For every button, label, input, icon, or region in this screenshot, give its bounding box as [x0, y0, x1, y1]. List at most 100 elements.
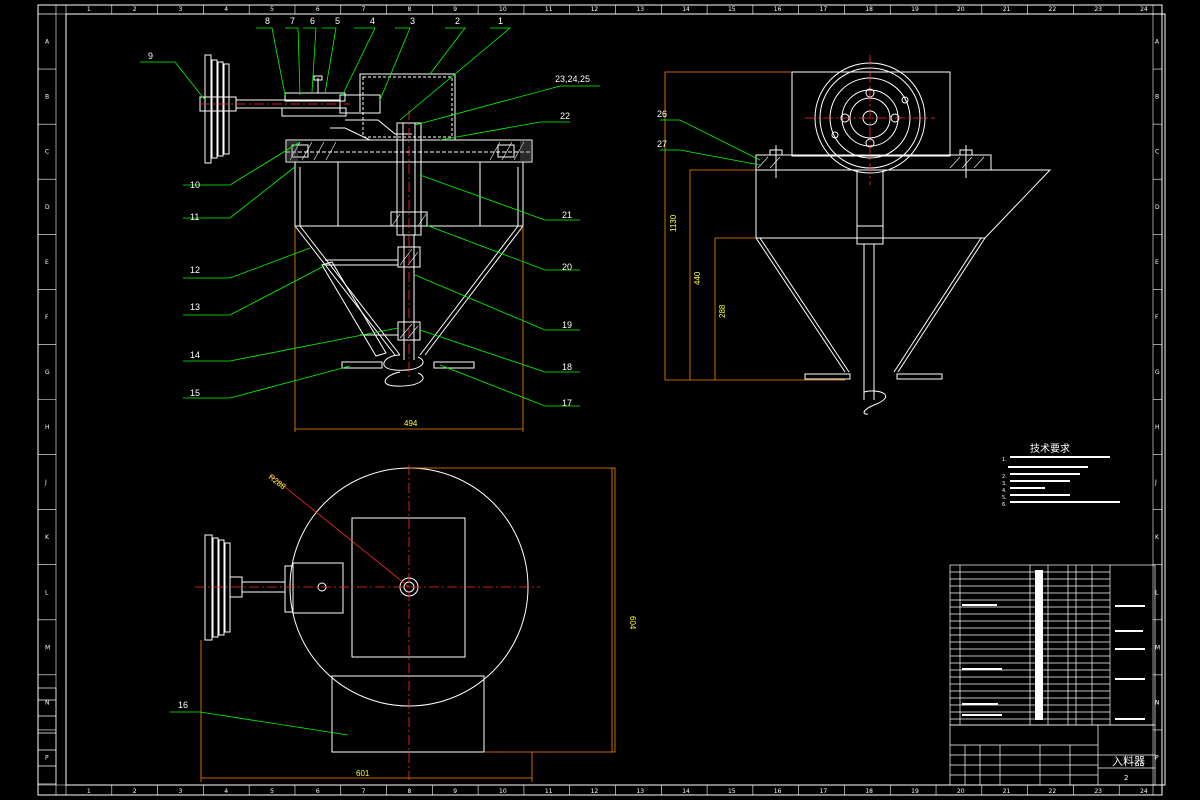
callout-11: 11 — [190, 212, 199, 222]
side-dimensions — [664, 71, 845, 381]
callout-14: 14 — [190, 350, 200, 360]
callout-4: 4 — [370, 16, 375, 26]
tech-requirements-title: 技术要求 — [1030, 442, 1070, 455]
zone-col-label: 14 — [682, 6, 690, 13]
zone-col-label: 21 — [1003, 788, 1011, 795]
zone-row-label: L — [45, 589, 49, 596]
zone-markers: 1122334455667788991010111112121313141415… — [38, 5, 1162, 795]
zone-row-label: E — [1155, 259, 1159, 266]
margin-table — [37, 687, 57, 785]
zone-col-label: 9 — [453, 788, 457, 795]
zone-row-label: K — [45, 534, 50, 541]
zone-row-label: A — [45, 39, 50, 46]
zone-col-label: 17 — [820, 6, 828, 13]
zone-row-label: M — [45, 644, 50, 651]
callout-23-24-25: 23,24,25 — [555, 74, 590, 84]
side-dim-1130: 1130 — [669, 214, 678, 232]
zone-row-label: J — [44, 479, 47, 486]
zone-row-label: P — [1155, 754, 1159, 761]
callout-18: 18 — [562, 362, 572, 372]
front-section-view — [199, 54, 533, 387]
bom-marks — [962, 570, 1145, 720]
zone-col-label: 23 — [1094, 788, 1102, 795]
zone-row-label: E — [45, 259, 49, 266]
zone-col-label: 4 — [224, 6, 228, 13]
tech-item-5: 5. — [1002, 495, 1007, 501]
zone-col-label: 1 — [87, 788, 91, 795]
zone-col-label: 8 — [407, 6, 411, 13]
zone-col-label: 19 — [911, 788, 919, 795]
zone-col-label: 22 — [1049, 6, 1057, 13]
zone-row-label: F — [45, 314, 49, 321]
callout-2: 2 — [455, 16, 460, 26]
zone-col-label: 20 — [957, 788, 965, 795]
zone-row-label: L — [1155, 589, 1159, 596]
zone-col-label: 23 — [1094, 6, 1102, 13]
tech-item-4: 4. — [1002, 488, 1007, 494]
side-callout-leaders — [660, 119, 761, 166]
callout-13: 13 — [190, 302, 200, 312]
zone-col-label: 22 — [1049, 788, 1057, 795]
zone-col-label: 15 — [728, 6, 736, 13]
zone-row-label: D — [1155, 204, 1160, 211]
zone-col-label: 13 — [636, 6, 644, 13]
zone-col-label: 15 — [728, 788, 736, 795]
front-callout-leaders — [140, 27, 600, 407]
side-dim-440: 440 — [693, 271, 702, 285]
zone-col-label: 1 — [87, 6, 91, 13]
zone-col-label: 2 — [133, 6, 137, 13]
zone-row-label: M — [1155, 644, 1160, 651]
zone-row-label: D — [45, 204, 50, 211]
zone-col-label: 21 — [1003, 6, 1011, 13]
zone-row-label: B — [45, 94, 49, 101]
callout-15: 15 — [190, 388, 200, 398]
zone-col-label: 18 — [865, 6, 873, 13]
top-callout-leader — [170, 711, 349, 736]
zone-col-label: 5 — [270, 6, 274, 13]
zone-row-label: C — [1155, 149, 1159, 156]
zone-row-label: G — [45, 369, 50, 376]
zone-col-label: 11 — [545, 788, 553, 795]
zone-col-label: 12 — [591, 788, 599, 795]
zone-row-label: N — [1155, 699, 1160, 706]
zone-col-label: 4 — [224, 788, 228, 795]
top-radius-label: R288 — [267, 472, 288, 491]
sheet-number: 2 — [1124, 774, 1128, 782]
callout-19: 19 — [562, 320, 572, 330]
callout-20: 20 — [562, 262, 572, 272]
zone-row-label: H — [1155, 424, 1160, 431]
tech-item-1: 1. — [1002, 457, 1007, 463]
zone-row-label: N — [45, 699, 50, 706]
drawing-title: 入料器 — [1112, 754, 1145, 768]
parts-list — [949, 564, 1156, 726]
zone-row-label: B — [1155, 94, 1159, 101]
callout-10: 10 — [190, 180, 200, 190]
callout-12: 12 — [190, 265, 200, 275]
zone-col-label: 3 — [178, 788, 182, 795]
zone-col-label: 24 — [1140, 788, 1148, 795]
callout-9: 9 — [148, 51, 153, 61]
zone-col-label: 10 — [499, 6, 507, 13]
zone-col-label: 6 — [316, 6, 320, 13]
zone-col-label: 13 — [636, 788, 644, 795]
callout-7: 7 — [290, 16, 295, 26]
callout-6: 6 — [310, 16, 315, 26]
top-width-label: 601 — [356, 769, 370, 778]
tech-item-2: 2. — [1002, 474, 1007, 480]
zone-col-label: 5 — [270, 788, 274, 795]
callout-27: 27 — [657, 139, 667, 149]
zone-row-label: G — [1155, 369, 1160, 376]
zone-row-label: P — [45, 754, 49, 761]
zone-col-label: 14 — [682, 788, 690, 795]
technical-requirements: 技术要求 1. 2. 3. 4. 5. 6. — [1002, 442, 1120, 508]
callout-5: 5 — [335, 16, 340, 26]
callout-16: 16 — [178, 700, 188, 710]
zone-col-label: 7 — [362, 6, 366, 13]
zone-col-label: 3 — [178, 6, 182, 13]
zone-col-label: 16 — [774, 788, 782, 795]
callout-17: 17 — [562, 398, 572, 408]
zone-row-label: A — [1155, 39, 1160, 46]
front-callout-labels: 8 7 6 5 4 3 2 1 9 23,24,25 22 10 11 12 1… — [148, 16, 590, 408]
zone-col-label: 10 — [499, 788, 507, 795]
